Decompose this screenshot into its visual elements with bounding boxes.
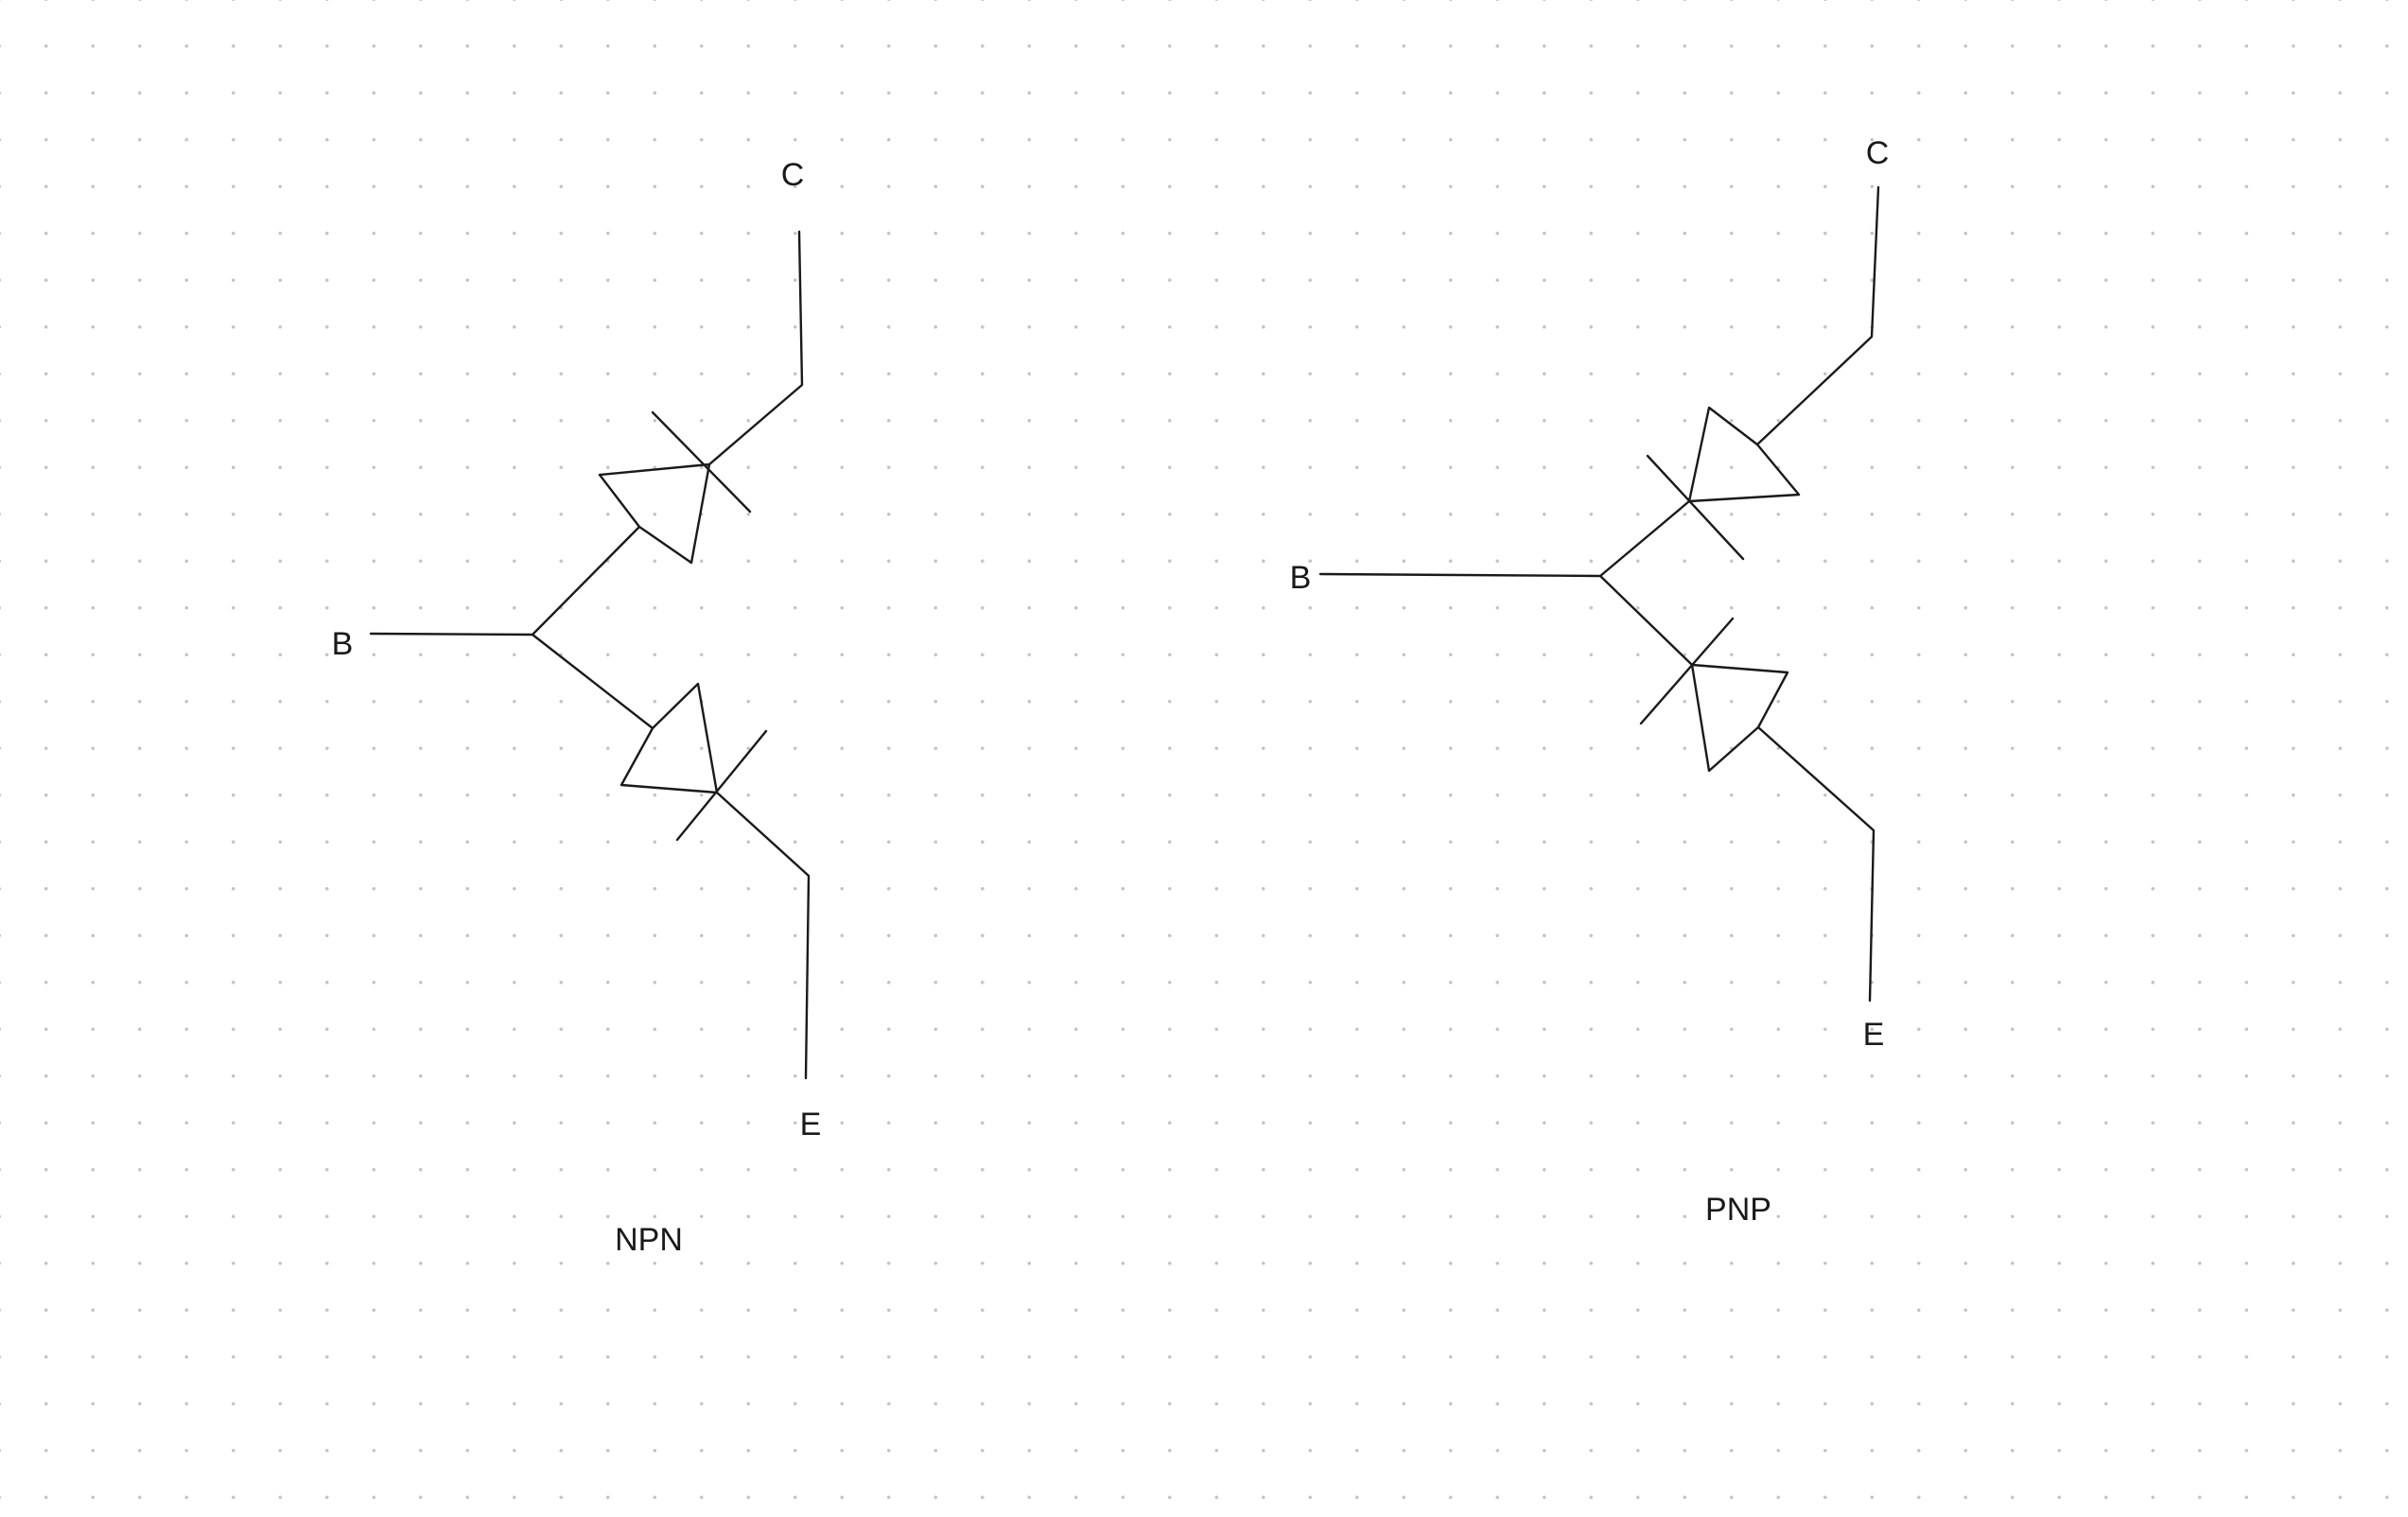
pnp-collector-label: C [1866,135,1890,171]
npn-emitter-label: E [800,1107,822,1142]
npn-emitter-lead [715,791,811,1080]
npn-upper-diode-triangle [598,462,711,565]
npn-collector-lead [707,230,804,466]
npn-collector-label: C [781,157,805,193]
npn-upper-anode-lead [531,525,641,636]
pnp-base-label: B [1290,560,1312,596]
pnp-collector-lead [1755,185,1880,446]
pnp-base-lead [1318,572,1602,578]
pnp-emitter-label: E [1863,1017,1885,1053]
pnp-title: PNP [1705,1192,1771,1228]
pnp-lower-cathode-lead [1598,574,1694,667]
pnp-upper-cathode-lead [1598,499,1691,578]
pnp-emitter-lead [1756,725,1876,1003]
npn-base-lead [369,632,534,636]
pnp-lower-diode-bar [1639,617,1735,725]
pnp-transistor[interactable] [1318,185,1880,1003]
npn-lower-anode-lead [531,633,654,730]
npn-lower-diode-bar [675,729,768,842]
npn-lower-diode-triangle [619,682,719,794]
pnp-upper-diode-bar [1646,454,1745,561]
pnp-lower-diode-triangle [1690,663,1789,773]
npn-transistor[interactable] [369,230,811,1080]
npn-upper-diode-bar [651,410,752,514]
npn-base-label: B [332,626,354,662]
npn-title: NPN [615,1222,683,1258]
